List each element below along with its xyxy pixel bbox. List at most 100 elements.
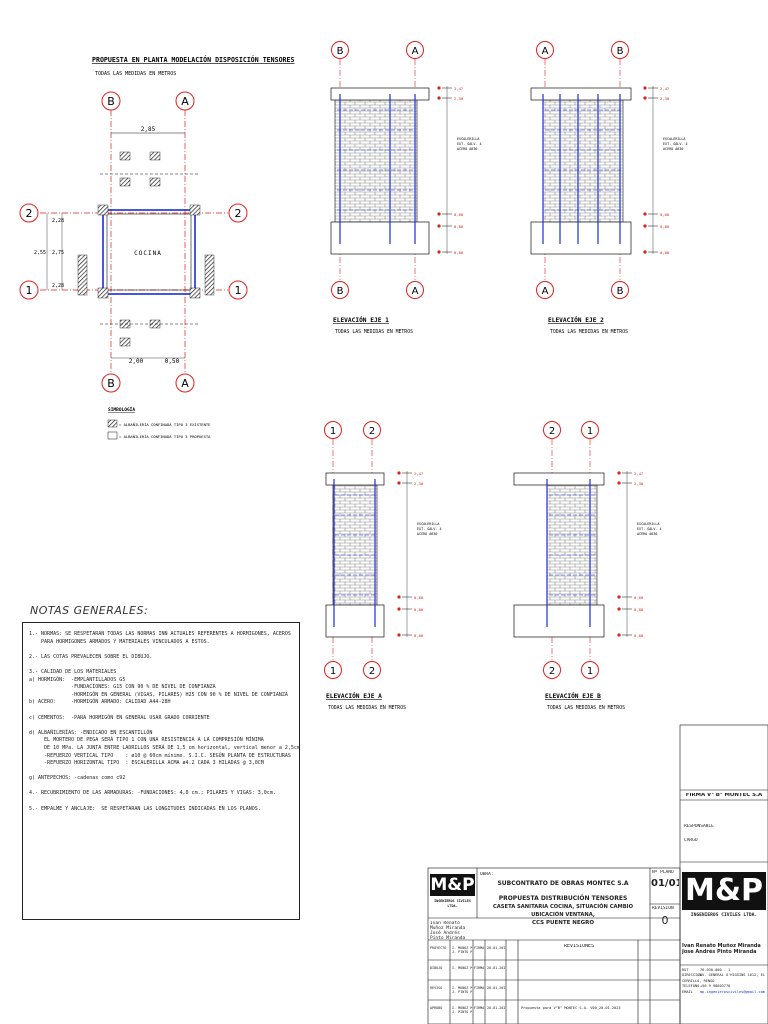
level-mark: 0,60 xyxy=(660,212,670,217)
elevation-title: ELEVACIÓN EJE A xyxy=(326,691,382,700)
note-line: -HORMIGÓN EN GENERAL (VIGAS, PILARES) H2… xyxy=(29,691,288,698)
level-mark: 0,60 xyxy=(634,595,644,600)
level-mark: 0,80 xyxy=(660,224,670,229)
elevation-axis-bubble-bottom-right: B xyxy=(611,281,629,299)
top-beam xyxy=(530,87,632,101)
name-1: Ivan Renato Muñoz Miranda xyxy=(430,921,466,931)
wall-note: ESCALERILLA xyxy=(663,137,685,141)
svg-text:A: A xyxy=(181,377,189,390)
elevation-axis-bubble-bottom-right: 1 xyxy=(581,661,599,679)
top-beam xyxy=(325,472,385,486)
row-date: 20-01-2023 xyxy=(487,986,506,990)
plan-title: PROPUESTA EN PLANTA MODELACIÓN DISPOSICI… xyxy=(92,55,294,64)
top-beam xyxy=(330,87,430,101)
svg-text:A: A xyxy=(181,95,189,108)
svg-text:B: B xyxy=(337,46,344,57)
right-logo: M&P INGENIEROS CIVILES LTDA. xyxy=(682,866,766,926)
approval-title: FIRMA V° B° MONTEC S.A xyxy=(685,793,763,798)
note-line: a) HORMIGÓN: -EMPLANTILLADOS G5 xyxy=(29,676,126,683)
elevation-4: 22112,472,300,600,800,00ESCALERILLAEXT. … xyxy=(513,421,662,711)
svg-text:1: 1 xyxy=(26,284,33,297)
svg-text:1: 1 xyxy=(235,284,242,297)
row-initials: I. MUÑOZ M. J. PINTO M. xyxy=(452,1006,472,1014)
email-label: EMAIL xyxy=(682,989,693,994)
general-notes: 1.- NORMAS: SE RESPETARAN TODAS LAS NORM… xyxy=(22,622,300,920)
logo-subtitle: INGENIEROS CIVILES LTDA. xyxy=(434,899,471,908)
wall-note: ACERO A630 xyxy=(417,532,437,536)
elevations: BBAA2,472,300,600,800,00ESCALERILLAEXT. … xyxy=(324,41,688,711)
elevation-subtitle: TODAS LAS MEDIDAS EN METROS xyxy=(550,329,628,335)
plan-dim-left-a: 2,28 xyxy=(52,218,64,224)
level-mark: 2,30 xyxy=(454,96,464,101)
wall-note: ACERO A630 xyxy=(457,147,477,151)
axis-bubble-2-right: 2 xyxy=(228,203,248,223)
svg-text:B: B xyxy=(107,377,115,390)
revision-label: REVISIÓN xyxy=(652,906,674,911)
row-initials: I. MUÑOZ M. J. PINTO M. xyxy=(452,946,472,954)
plan-dim-left-c: 2,28 xyxy=(52,283,64,289)
row-firma: FIRMA xyxy=(474,986,485,990)
elevation-axis-bubble-bottom-left: A xyxy=(536,281,554,299)
note-line xyxy=(29,768,293,776)
revisions-title: REVISIONES xyxy=(563,944,595,949)
wall-note: EXT. GALV. 4 xyxy=(637,527,662,531)
right-logo-mark: M&P xyxy=(682,872,766,910)
level-mark: 2,30 xyxy=(634,481,644,486)
svg-text:A: A xyxy=(542,46,549,57)
svg-text:B: B xyxy=(107,95,115,108)
level-mark: 0,60 xyxy=(454,212,464,217)
svg-text:2: 2 xyxy=(549,426,555,437)
project-line-3: CCS PUENTE NEGRO xyxy=(531,920,595,926)
elevation-axis-bubble-bottom-right: 2 xyxy=(363,661,381,679)
level-mark: 2,30 xyxy=(414,481,424,486)
note-line xyxy=(29,722,293,730)
foundation xyxy=(330,221,430,255)
level-mark: 2,47 xyxy=(454,86,463,91)
note-line: PARA HORMIGONES ARMADOS Y MATERIALES VIN… xyxy=(29,638,210,645)
note-line xyxy=(29,707,293,715)
elevation-subtitle: TODAS LAS MEDIDAS EN METROS xyxy=(547,705,625,711)
foundation xyxy=(325,604,385,638)
project-description: SUBCONTRATO DE OBRAS MONTEC S.A PROPUEST… xyxy=(478,880,648,927)
project-line-1: PROPUESTA DISTRIBUCIÓN TENSORES xyxy=(498,895,628,902)
plano-number: 01/01 xyxy=(651,878,679,889)
elevation-axis-bubble-bottom-left: 1 xyxy=(324,661,342,679)
plano-label: Nº PLANO xyxy=(652,870,674,875)
revision-number: 0 xyxy=(661,914,669,927)
company-logo: M&P INGENIEROS CIVILES LTDA. xyxy=(430,870,475,916)
row-label: PROYECTO xyxy=(430,946,447,950)
note-line: DE 10 MPa. LA JUNTA ENTRE LADRILLOS SERÁ… xyxy=(29,744,300,751)
plan-view: PROPUESTA EN PLANTA MODELACIÓN DISPOSICI… xyxy=(19,55,294,393)
elevation-title: ELEVACIÓN EJE B xyxy=(545,691,601,700)
notes-lines: 1.- NORMAS: SE RESPETARAN TODAS LAS NORM… xyxy=(29,631,300,813)
elevation-title: ELEVACIÓN EJE 1 xyxy=(333,315,389,324)
note-line: d) ALBAÑILERÍAS: -ENDICADO EN ESCANTILLÓ… xyxy=(29,729,153,736)
notes-title: NOTAS GENERALES: xyxy=(30,604,149,617)
level-mark: 0,60 xyxy=(414,595,424,600)
wall-note: EXT. GALV. 4 xyxy=(457,142,482,146)
svg-text:1: 1 xyxy=(587,426,593,437)
telefono-value: +56 9 98603770 xyxy=(700,984,731,989)
svg-text:2: 2 xyxy=(369,426,375,437)
cargo-label: CARGO xyxy=(684,838,698,843)
level-mark: 2,47 xyxy=(414,471,423,476)
axis-bubble-b-bottom: B xyxy=(101,373,121,393)
legend-title: SIMBOLOGÍA xyxy=(108,405,135,413)
svg-text:1: 1 xyxy=(330,426,336,437)
note-line xyxy=(29,646,293,654)
right-name-1: Ivan Renato Muñoz Miranda xyxy=(682,943,761,949)
row-initials: I. MUÑOZ M. J. PINTO M. xyxy=(452,986,472,994)
plan-dim-left-total: 2,55 xyxy=(34,250,46,256)
plan-subtitle: TODAS LAS MEDIDAS EN METROS xyxy=(95,71,176,77)
top-beam xyxy=(513,472,605,486)
foundation xyxy=(530,221,632,255)
project-line-2: CASETA SANITARIA COCINA, SITUACIÓN CAMBI… xyxy=(492,904,633,918)
name-2: José Andrés Pinto Miranda xyxy=(430,931,466,941)
svg-text:A: A xyxy=(412,46,419,57)
names-block: Ivan Renato Muñoz Miranda José Andrés Pi… xyxy=(430,921,476,941)
note-line: 3.- CALIDAD DE LOS MATERIALES xyxy=(29,668,117,675)
email-value: mp.ingenierosciviles@gmail.com xyxy=(700,989,765,994)
plan-dim-top: 2,85 xyxy=(141,126,156,133)
level-mark: 0,80 xyxy=(414,607,424,612)
